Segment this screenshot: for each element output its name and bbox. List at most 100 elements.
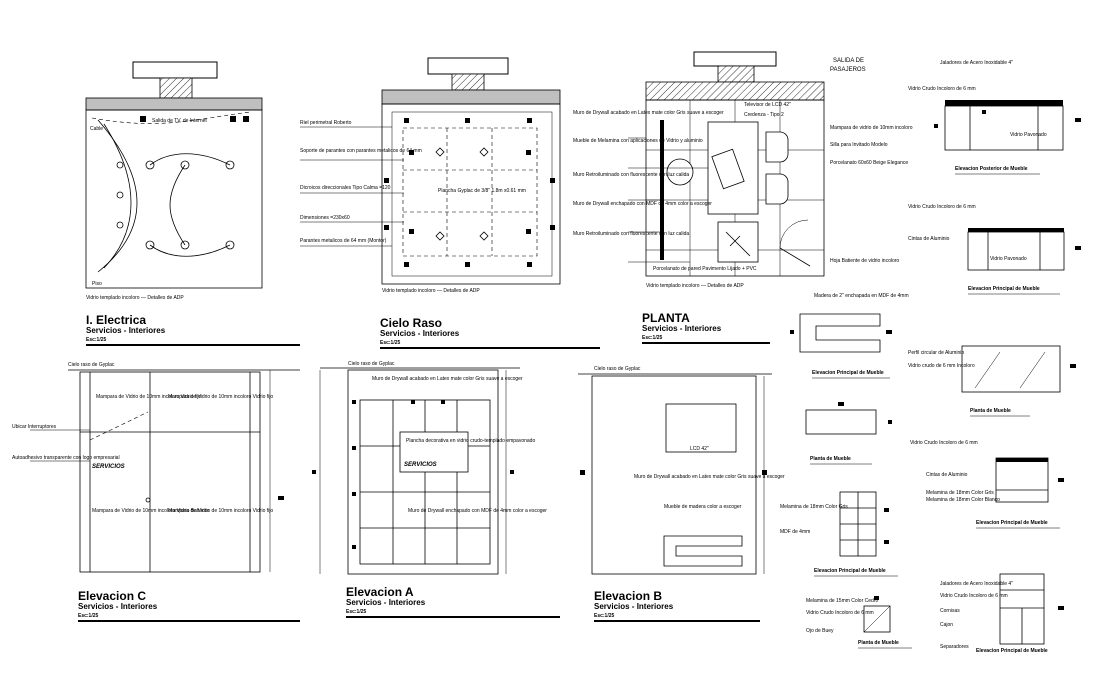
note-cable: Cable xyxy=(90,126,103,132)
recessed-lights xyxy=(435,147,489,241)
wiring-arc-5 xyxy=(169,164,186,246)
note-plancha: Plancha decorativa en vidrio crudo-templ… xyxy=(406,438,535,444)
note-riel: Riel perimetral Roberto xyxy=(300,120,352,126)
svg-text:Elevacion Principal de Mueble: Elevacion Principal de Mueble xyxy=(968,286,1040,292)
svg-text:Esc:1/25: Esc:1/25 xyxy=(86,337,107,343)
wall-outline xyxy=(347,369,499,575)
svg-text:Jaladores de Acero Inoxidable: Jaladores de Acero Inoxidable 4" xyxy=(940,60,1013,66)
svg-text:Cielo raso de Gyplac: Cielo raso de Gyplac xyxy=(594,366,641,372)
label-salida-1: SALIDA DE xyxy=(833,58,864,64)
outlet-symbol xyxy=(140,116,146,122)
note-muro-latex: Muro de Drywall acabado en Latex mate co… xyxy=(372,376,523,382)
svg-text:Elevacion C: Elevacion C xyxy=(78,589,146,603)
column-cap xyxy=(693,51,777,67)
furniture-s xyxy=(663,535,743,567)
floor-plan: SALIDA DE PASAJEROS Televisor de LCD 42"… xyxy=(573,51,913,289)
logo-servicios: SERVICIOS xyxy=(92,464,125,470)
title-elev-c: Elevacion C Servicios - Interiores Esc:1… xyxy=(78,589,300,622)
note-bottom: Vidrio templado incoloro — Detalles de A… xyxy=(86,295,184,301)
svg-text:Esc:1/25: Esc:1/25 xyxy=(594,613,615,619)
column xyxy=(159,77,193,99)
svg-text:Jaladores de Acero Inoxidable: Jaladores de Acero Inoxidable 4" xyxy=(940,581,1013,587)
title-electrico: I. Electrica Servicios - Interiores Esc:… xyxy=(86,313,300,346)
note-dicroicos: Dicroicos direccionales Tipo Calma =120 xyxy=(300,185,391,191)
laptop xyxy=(711,148,745,190)
panel-text-3: Mampara de Vidrio de 10mm incoloro Vidri… xyxy=(92,508,209,514)
wall-top xyxy=(381,89,561,105)
door-swing xyxy=(779,219,809,249)
panel-text-1: Mampara de Vidrio de 10mm incoloro Vidri… xyxy=(96,394,201,400)
label-lcd: LCD 42" xyxy=(690,446,709,452)
svg-text:Cajon: Cajon xyxy=(940,622,953,628)
elevation-c: Cielo raso de Gyplac Ubicar Interruptore… xyxy=(12,362,300,573)
svg-text:Vidrio Crudo Incoloro de 6 mm: Vidrio Crudo Incoloro de 6 mm xyxy=(806,610,874,616)
note-hoja-batiente: Hoja Batiente de vidrio incoloro xyxy=(830,258,899,264)
note-retroiluminado-2: Muro Retroiluminado con fluorescente con… xyxy=(573,231,689,237)
svg-text:Melamina de 18mm Color Gris: Melamina de 18mm Color Gris xyxy=(926,490,994,496)
svg-text:Servicios - Interiores: Servicios - Interiores xyxy=(346,598,426,607)
column-cap xyxy=(427,57,509,75)
note-mueble-melamina: Mueble de Melamina con aplicaciones de V… xyxy=(573,138,703,144)
furniture-details: Jaladores de Acero Inoxidable 4" Vidrio … xyxy=(780,60,1081,654)
svg-text:PLANTA: PLANTA xyxy=(642,311,690,325)
fixing-blocks xyxy=(312,400,514,549)
title-cielo: Cielo Raso Servicios - Interiores Esc:1/… xyxy=(380,316,600,349)
wiring-arc-4 xyxy=(149,244,231,257)
column xyxy=(717,65,755,83)
svg-text:Separadores: Separadores xyxy=(940,644,969,650)
logo-servicios: SERVICIOS xyxy=(404,462,437,468)
svg-text:Vidrio crudo de 6 mm Incoloro: Vidrio crudo de 6 mm Incoloro xyxy=(908,363,975,369)
svg-text:Elevacion Principal de Mueble: Elevacion Principal de Mueble xyxy=(812,370,884,376)
svg-text:Vidrio Crudo Incoloro de 6 mm: Vidrio Crudo Incoloro de 6 mm xyxy=(908,86,976,92)
svg-text:Vidrio Pavonado: Vidrio Pavonado xyxy=(990,256,1027,262)
svg-text:Vidrio Pavonado: Vidrio Pavonado xyxy=(1010,132,1047,138)
svg-text:Servicios - Interiores: Servicios - Interiores xyxy=(594,602,674,611)
ceiling-light-symbols xyxy=(116,160,235,250)
dichroic-lights xyxy=(384,118,555,267)
title-elev-b: Elevacion B Servicios - Interiores Esc:1… xyxy=(594,589,760,622)
wall-top xyxy=(85,97,263,111)
note-salida: Salida de TV, de Internet xyxy=(152,118,207,124)
note-muro-mdf: Muro de Drywall enchapado con MDF de 4mm… xyxy=(408,508,547,514)
svg-text:I. Electrica: I. Electrica xyxy=(86,313,146,327)
svg-text:Servicios - Interiores: Servicios - Interiores xyxy=(78,602,158,611)
svg-text:Elevacion Posterior de Mueble: Elevacion Posterior de Mueble xyxy=(955,166,1028,172)
wiring-arc-2 xyxy=(103,123,132,269)
label-credenza: Credenza - Tipo 2 xyxy=(744,112,784,118)
guest-chair xyxy=(765,131,789,163)
note-muro-mdf: Muro de Drywall enchapado con MDF de 4mm… xyxy=(573,201,712,207)
guest-chair xyxy=(765,173,789,205)
bench-elevation xyxy=(799,313,881,353)
note-dimensiones: Dimensiones =230x60 xyxy=(300,215,350,221)
svg-text:Esc:1/25: Esc:1/25 xyxy=(346,609,367,615)
svg-text:Madera de 2" enchapada en MDF: Madera de 2" enchapada en MDF de 4mm xyxy=(814,293,909,299)
svg-text:Servicios - Interiores: Servicios - Interiores xyxy=(380,329,460,338)
svg-text:Elevacion Principal de Mueble: Elevacion Principal de Mueble xyxy=(976,648,1048,654)
svg-text:Planta de Mueble: Planta de Mueble xyxy=(810,456,851,462)
svg-text:Vidrio Crudo Incoloro de 6 mm: Vidrio Crudo Incoloro de 6 mm xyxy=(910,440,978,446)
svg-text:Ojo de Buey: Ojo de Buey xyxy=(806,628,834,634)
svg-text:Cielo Raso: Cielo Raso xyxy=(380,316,442,330)
tv-screen xyxy=(665,403,737,453)
plant-pot xyxy=(717,221,759,263)
svg-text:Cornisas: Cornisas xyxy=(940,608,960,614)
gypsum-panel-area xyxy=(402,127,538,257)
column-cap xyxy=(132,61,218,79)
note-muro-latex: Muro de Drywall acabado en Latex mate co… xyxy=(634,474,785,480)
label-salida-2: PASAJEROS xyxy=(830,67,866,73)
electrical-plan: Salida de TV, de Internet Cable Piso Vid… xyxy=(85,61,263,301)
note-mueble-madera: Mueble de madera color a escoger xyxy=(664,504,742,510)
svg-text:Melamina de 18mm Color Gris: Melamina de 18mm Color Gris xyxy=(780,504,848,510)
note-piso: Piso xyxy=(92,281,102,287)
svg-text:Servicios - Interiores: Servicios - Interiores xyxy=(86,326,166,335)
wiring-arc-3 xyxy=(149,153,231,166)
elevation-b: Cielo raso de Gyplac LCD 42" Muro de Dry… xyxy=(578,366,785,575)
desk-top xyxy=(945,100,1063,106)
svg-text:Elevacion B: Elevacion B xyxy=(594,589,662,603)
note-porcelanato-pared: Porcelanato de pared Pavimento Lijado + … xyxy=(653,266,757,272)
note-silla: Silla para Invitado Modelo xyxy=(830,142,888,148)
svg-text:Esc:1/25: Esc:1/25 xyxy=(78,613,99,619)
office-chair xyxy=(666,158,694,186)
desk-plan xyxy=(961,345,1061,393)
note-plancha: Plancha Gyplac de 3/8" 1.8m x0.61 mm xyxy=(438,188,526,194)
